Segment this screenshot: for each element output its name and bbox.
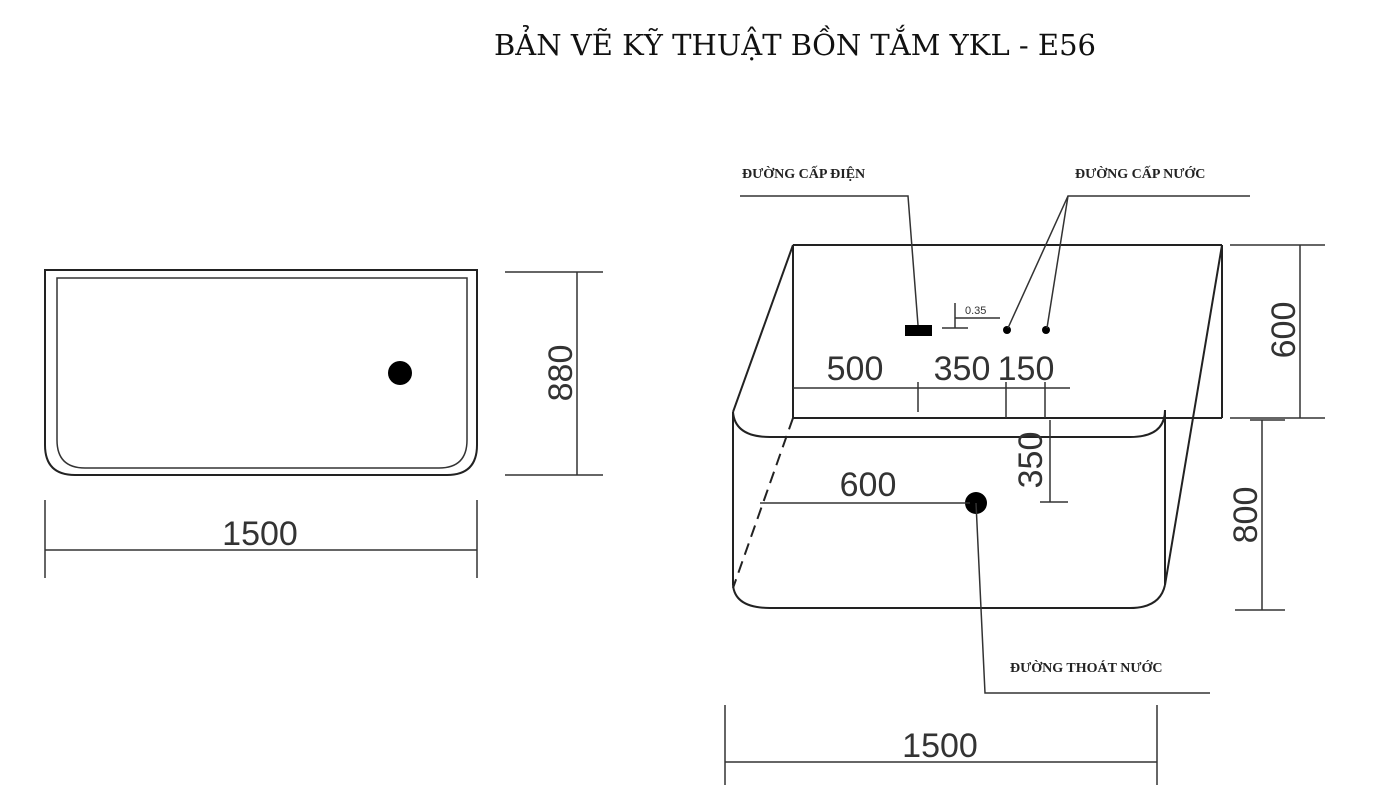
dim-150: 150 [998, 350, 1055, 388]
small-annotation [942, 303, 1000, 329]
height-dimensions [1230, 244, 1325, 611]
top-view: 880 1500 [44, 269, 603, 578]
dim-height-back: 600 [1265, 302, 1303, 359]
dim-500: 500 [827, 350, 884, 388]
dim-350-vertical: 350 [1012, 432, 1050, 489]
drain-hole [388, 361, 412, 385]
depth-label: 880 [542, 345, 580, 402]
leader-lines [740, 195, 1250, 694]
tub-outline-inner [56, 277, 468, 469]
bottom-width-dimension [724, 705, 1158, 785]
dim-600-horizontal: 600 [840, 466, 897, 504]
dim-width: 1500 [902, 727, 978, 765]
drawing-title: BẢN VẼ KỸ THUẬT BỒN TẮM YKL - E56 [494, 23, 1096, 62]
water-supply-label: ĐƯỜNG CẤP NƯỚC [1075, 165, 1205, 182]
perspective-view: ĐƯỜNG CẤP ĐIỆN ĐƯỜNG CẤP NƯỚC ĐƯỜNG THOÁ… [724, 165, 1325, 785]
depth-dimension [505, 271, 603, 476]
width-label: 1500 [222, 515, 298, 553]
dim-350-horizontal: 350 [934, 350, 991, 388]
power-label: ĐƯỜNG CẤP ĐIỆN [742, 165, 865, 182]
width-dimension [44, 500, 478, 578]
horizontal-dimensions [760, 382, 1070, 504]
water-inlet-2 [1042, 326, 1050, 334]
note-label: 0.35 [965, 305, 986, 317]
dim-height-front: 800 [1227, 487, 1265, 544]
water-inlet-1 [1003, 326, 1011, 334]
tub-outline-outer [44, 269, 478, 476]
drain-label: ĐƯỜNG THOÁT NƯỚC [1010, 659, 1162, 676]
power-outlet [905, 325, 932, 336]
